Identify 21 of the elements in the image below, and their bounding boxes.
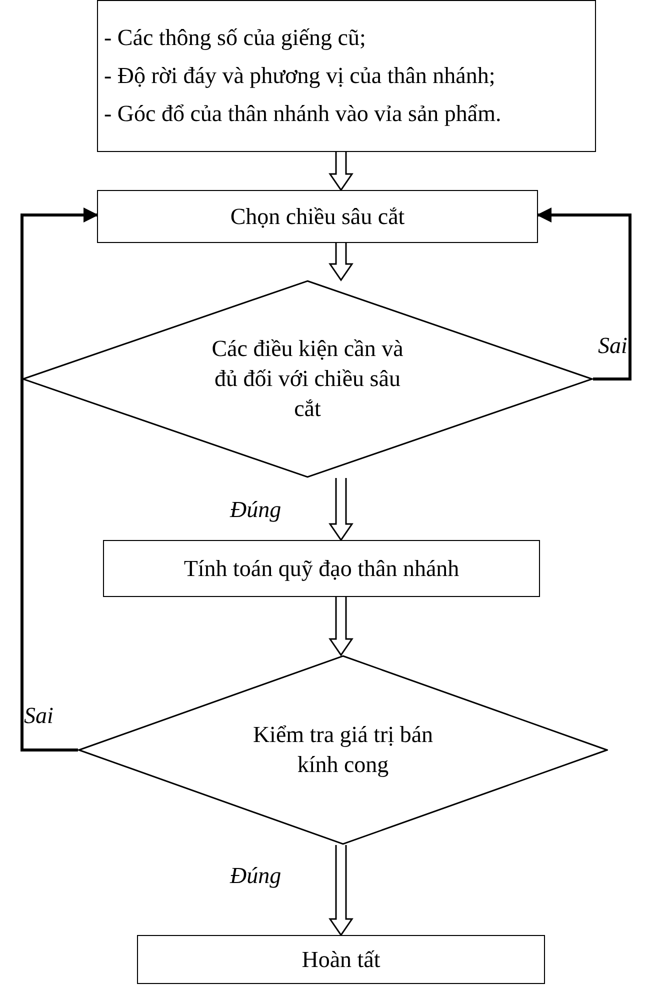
- decision-text: Kiểm tra giá trị bán kính cong: [252, 721, 434, 779]
- feedback-arrow: [536, 208, 632, 380]
- list-item: - Độ rời đáy và phương vị của thân nhánh;: [104, 63, 496, 89]
- list-item: - Góc đổ của thân nhánh vào vỉa sản phẩm.: [104, 101, 502, 127]
- process-box: [137, 935, 545, 984]
- input-box: [97, 0, 596, 152]
- process-text: Tính toán quỹ đạo thân nhánh: [184, 554, 460, 582]
- double-line-arrow: [328, 242, 354, 282]
- double-line-arrow: [328, 844, 354, 936]
- double-line-arrow: [328, 151, 354, 192]
- process-box: [97, 190, 538, 243]
- decision-diamond: [78, 655, 608, 845]
- list-item: - Các thông số của giếng cũ;: [104, 25, 367, 51]
- process-box: [103, 540, 540, 597]
- double-line-arrow: [328, 596, 354, 656]
- process-text: Hoàn tất: [302, 946, 380, 974]
- decision-diamond: [22, 280, 593, 478]
- feedback-arrow: [20, 208, 98, 752]
- double-line-arrow: [328, 477, 354, 542]
- decision-text: Các điều kiện cần và đủ đối với chiều sâu cắt: [210, 335, 404, 423]
- process-text: Chọn chiều sâu cắt: [230, 202, 405, 230]
